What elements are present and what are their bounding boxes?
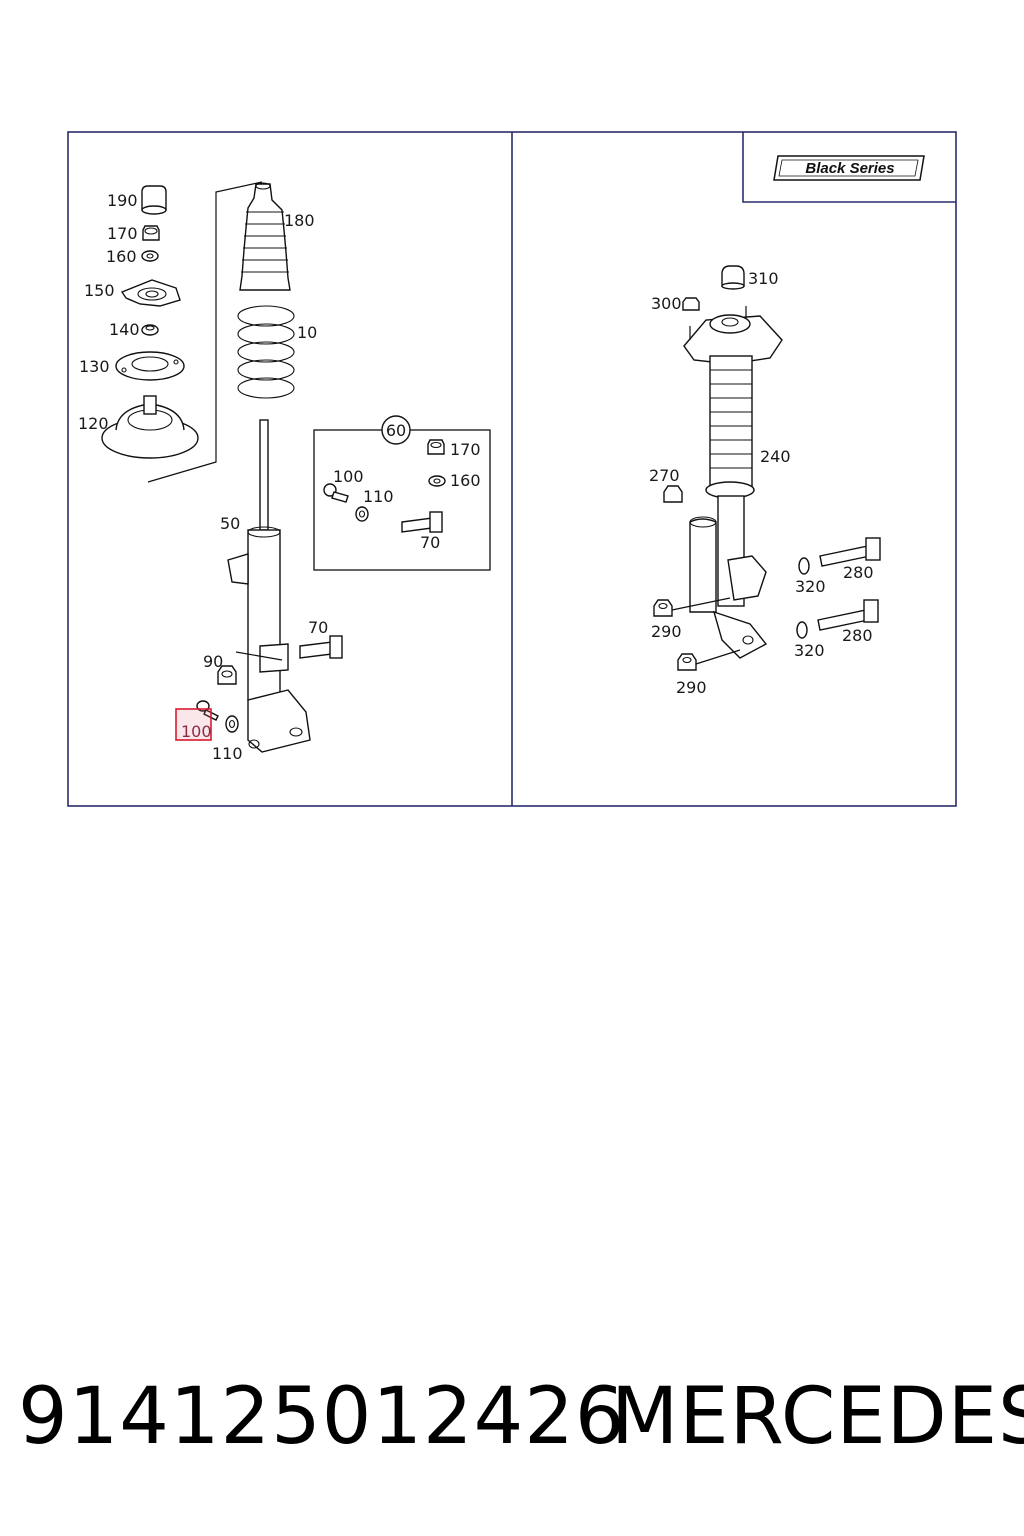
label-140: 140 [109,320,140,339]
label-190: 190 [107,191,138,210]
part-50-strut [227,419,311,753]
box-part-70-bolt [401,511,443,533]
box-part-100-bolt [323,483,349,503]
part-240-strut-assembly [683,306,783,659]
part-120-top-mount [101,395,199,459]
label-120: 120 [78,414,109,433]
box-label-110: 110 [363,487,394,506]
box-label-100: 100 [333,467,364,486]
bolt-leader-a [671,597,731,611]
label-270: 270 [649,466,680,485]
part-170-nut [142,225,160,241]
label-50: 50 [220,514,240,533]
label-290-a: 290 [651,622,682,641]
label-100-highlighted: 100 [181,722,212,741]
label-310: 310 [748,269,779,288]
box-part-170-nut [427,439,445,455]
part-180-bellows-boot [239,182,291,291]
label-110: 110 [212,744,243,763]
part-290-nut-b [677,653,697,671]
label-300: 300 [651,294,682,313]
part-150-plate [120,279,181,307]
label-150: 150 [84,281,115,300]
mount-group-bracket [147,181,263,483]
label-160: 160 [106,247,137,266]
label-90: 90 [203,652,223,671]
label-320-a: 320 [795,577,826,596]
label-280-b: 280 [842,626,873,645]
label-290-b: 290 [676,678,707,697]
part-290-nut-a [653,599,673,617]
part-160-washer [141,250,159,262]
label-10: 10 [297,323,317,342]
part-280-bolt-b [817,599,879,631]
label-240: 240 [760,447,791,466]
brand-name: MERCEDES [611,1372,1024,1462]
part-320-washer-a [798,557,810,575]
box-part-110-washer [355,506,369,522]
part-320-washer-b [796,621,808,639]
black-series-badge: Black Series [773,155,925,181]
label-320-b: 320 [794,641,825,660]
part-140-bearing [141,324,159,336]
highlight-box-100 [175,708,212,741]
part-300-nut [682,297,700,311]
box-part-160-washer [428,475,446,487]
badge-text: Black Series [805,160,894,177]
label-180: 180 [284,211,315,230]
box-label-70: 70 [420,533,440,552]
product-caption: 914125012426 MERCEDES [18,1372,1024,1472]
badge-frame [742,132,956,203]
bolt-leader-b [695,649,741,665]
box-label-160: 160 [450,471,481,490]
part-190-cap [141,185,167,215]
label-170: 170 [107,224,138,243]
label-280-a: 280 [843,563,874,582]
part-70-bolt [299,635,343,659]
part-310-cap [721,265,745,290]
label-130: 130 [79,357,110,376]
part-110-washer [225,715,239,733]
part-280-bolt-a [819,537,881,567]
part-270-nut [663,485,683,503]
box-label-170: 170 [450,440,481,459]
label-70: 70 [308,618,328,637]
part-90-nut [217,665,237,685]
callout-group-label: 60 [386,421,406,440]
part-number: 914125012426 [18,1372,626,1462]
part-130-ring [115,351,185,381]
part-10-coil-spring [237,305,295,399]
callout-group-circle [381,415,411,445]
